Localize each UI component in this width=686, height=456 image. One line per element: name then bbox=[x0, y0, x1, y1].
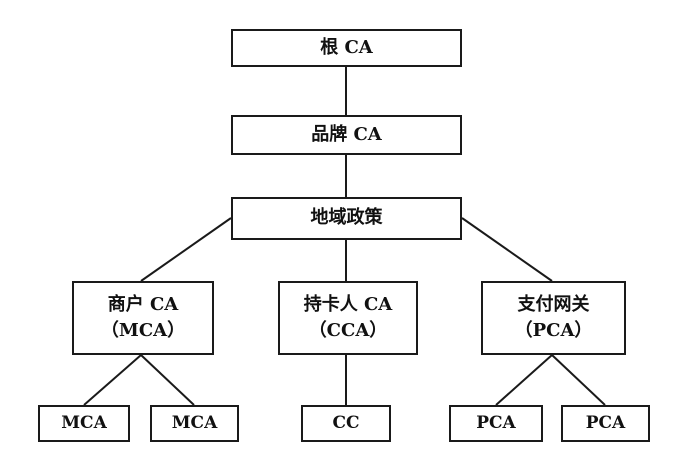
merchant-cert-label-2: MCA bbox=[171, 413, 218, 434]
merchant-ca-title: 商户 CA bbox=[107, 293, 179, 315]
connector-merchant-mca2 bbox=[140, 354, 195, 406]
gateway-cert-label-1: PCA bbox=[476, 413, 516, 434]
cardholder-cert-label: CC bbox=[332, 413, 360, 434]
brand-ca-node: 品牌 CA bbox=[231, 115, 462, 155]
cardholder-cert-node: CC bbox=[301, 405, 391, 442]
connector-geo-gateway bbox=[461, 217, 553, 282]
brand-ca-label: 品牌 CA bbox=[311, 123, 382, 145]
root-ca-label: 根 CA bbox=[320, 36, 373, 58]
payment-gateway-ca-title: 支付网关 bbox=[517, 293, 590, 315]
merchant-ca-node: 商户 CA （MCA） bbox=[72, 281, 214, 355]
payment-gateway-ca-abbreviation: （PCA） bbox=[514, 320, 593, 341]
cardholder-ca-node: 持卡人 CA （CCA） bbox=[278, 281, 418, 355]
merchant-cert-node-2: MCA bbox=[150, 405, 239, 442]
connector-merchant-mca1 bbox=[83, 354, 142, 406]
gateway-cert-node-2: PCA bbox=[561, 405, 650, 442]
gateway-cert-node-1: PCA bbox=[449, 405, 543, 442]
connector-gateway-pca1 bbox=[495, 354, 553, 406]
geo-policy-label: 地域政策 bbox=[310, 207, 383, 229]
payment-gateway-ca-node: 支付网关 （PCA） bbox=[481, 281, 626, 355]
merchant-ca-abbreviation: （MCA） bbox=[100, 320, 186, 341]
connector-gateway-pca2 bbox=[551, 354, 606, 406]
cardholder-ca-title: 持卡人 CA bbox=[303, 293, 393, 315]
geo-policy-node: 地域政策 bbox=[231, 197, 462, 240]
root-ca-node: 根 CA bbox=[231, 29, 462, 67]
merchant-cert-node-1: MCA bbox=[38, 405, 130, 442]
connector-geo-merchant bbox=[140, 217, 232, 282]
merchant-cert-label-1: MCA bbox=[61, 413, 107, 434]
gateway-cert-label-2: PCA bbox=[585, 413, 626, 434]
cardholder-ca-abbreviation: （CCA） bbox=[308, 320, 388, 341]
